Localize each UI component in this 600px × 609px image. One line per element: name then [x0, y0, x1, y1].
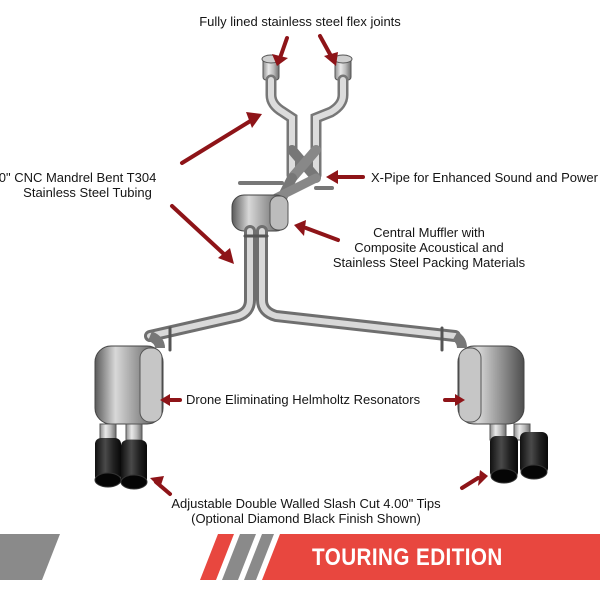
label-tips: Adjustable Double Walled Slash Cut 4.00"… — [171, 496, 441, 526]
mid-pipes — [144, 225, 461, 352]
arrow-tubing-down-head — [218, 248, 234, 264]
arrow-flex-left — [278, 36, 289, 60]
arrow-resonator-right-head — [455, 394, 465, 406]
arrow-muffler — [304, 226, 340, 242]
label-tubing: 2.50" CNC Mandrel Bent T304 Stainless St… — [0, 170, 157, 200]
resonator-left — [94, 331, 165, 425]
x-pipe — [238, 74, 349, 203]
arrow-tips-left-head — [150, 476, 164, 488]
arrow-flex-left-head — [272, 54, 288, 66]
label-xpipe: X-Pipe for Enhanced Sound and Power — [371, 170, 598, 185]
arrow-tips-right — [460, 476, 480, 490]
callout-arrows — [150, 34, 488, 496]
arrow-tubing-down — [170, 204, 228, 258]
label-flex-joints: Fully lined stainless steel flex joints — [199, 14, 401, 29]
central-muffler — [231, 194, 289, 232]
exhaust-tips-right — [489, 423, 548, 484]
arrow-resonator-left-head — [160, 394, 170, 406]
flex-joint-right — [333, 54, 353, 81]
label-central-muffler: Central Muffler with Composite Acoustica… — [332, 225, 526, 270]
label-resonators: Drone Eliminating Helmholtz Resonators — [186, 392, 421, 407]
arrow-tubing-up — [180, 118, 254, 165]
arrow-flex-right-head — [324, 52, 338, 66]
exhaust-tips-left — [94, 423, 148, 490]
resonator-right — [452, 331, 525, 425]
banner-graphic — [0, 534, 600, 580]
arrow-muffler-head — [294, 220, 306, 236]
arrow-tubing-up-head — [246, 112, 262, 128]
arrow-xpipe-head — [326, 170, 338, 184]
banner-title: TOURING EDITION EXHAUST — [312, 544, 503, 605]
arrow-tips-right-head — [478, 470, 488, 486]
arrow-flex-right — [318, 34, 333, 58]
